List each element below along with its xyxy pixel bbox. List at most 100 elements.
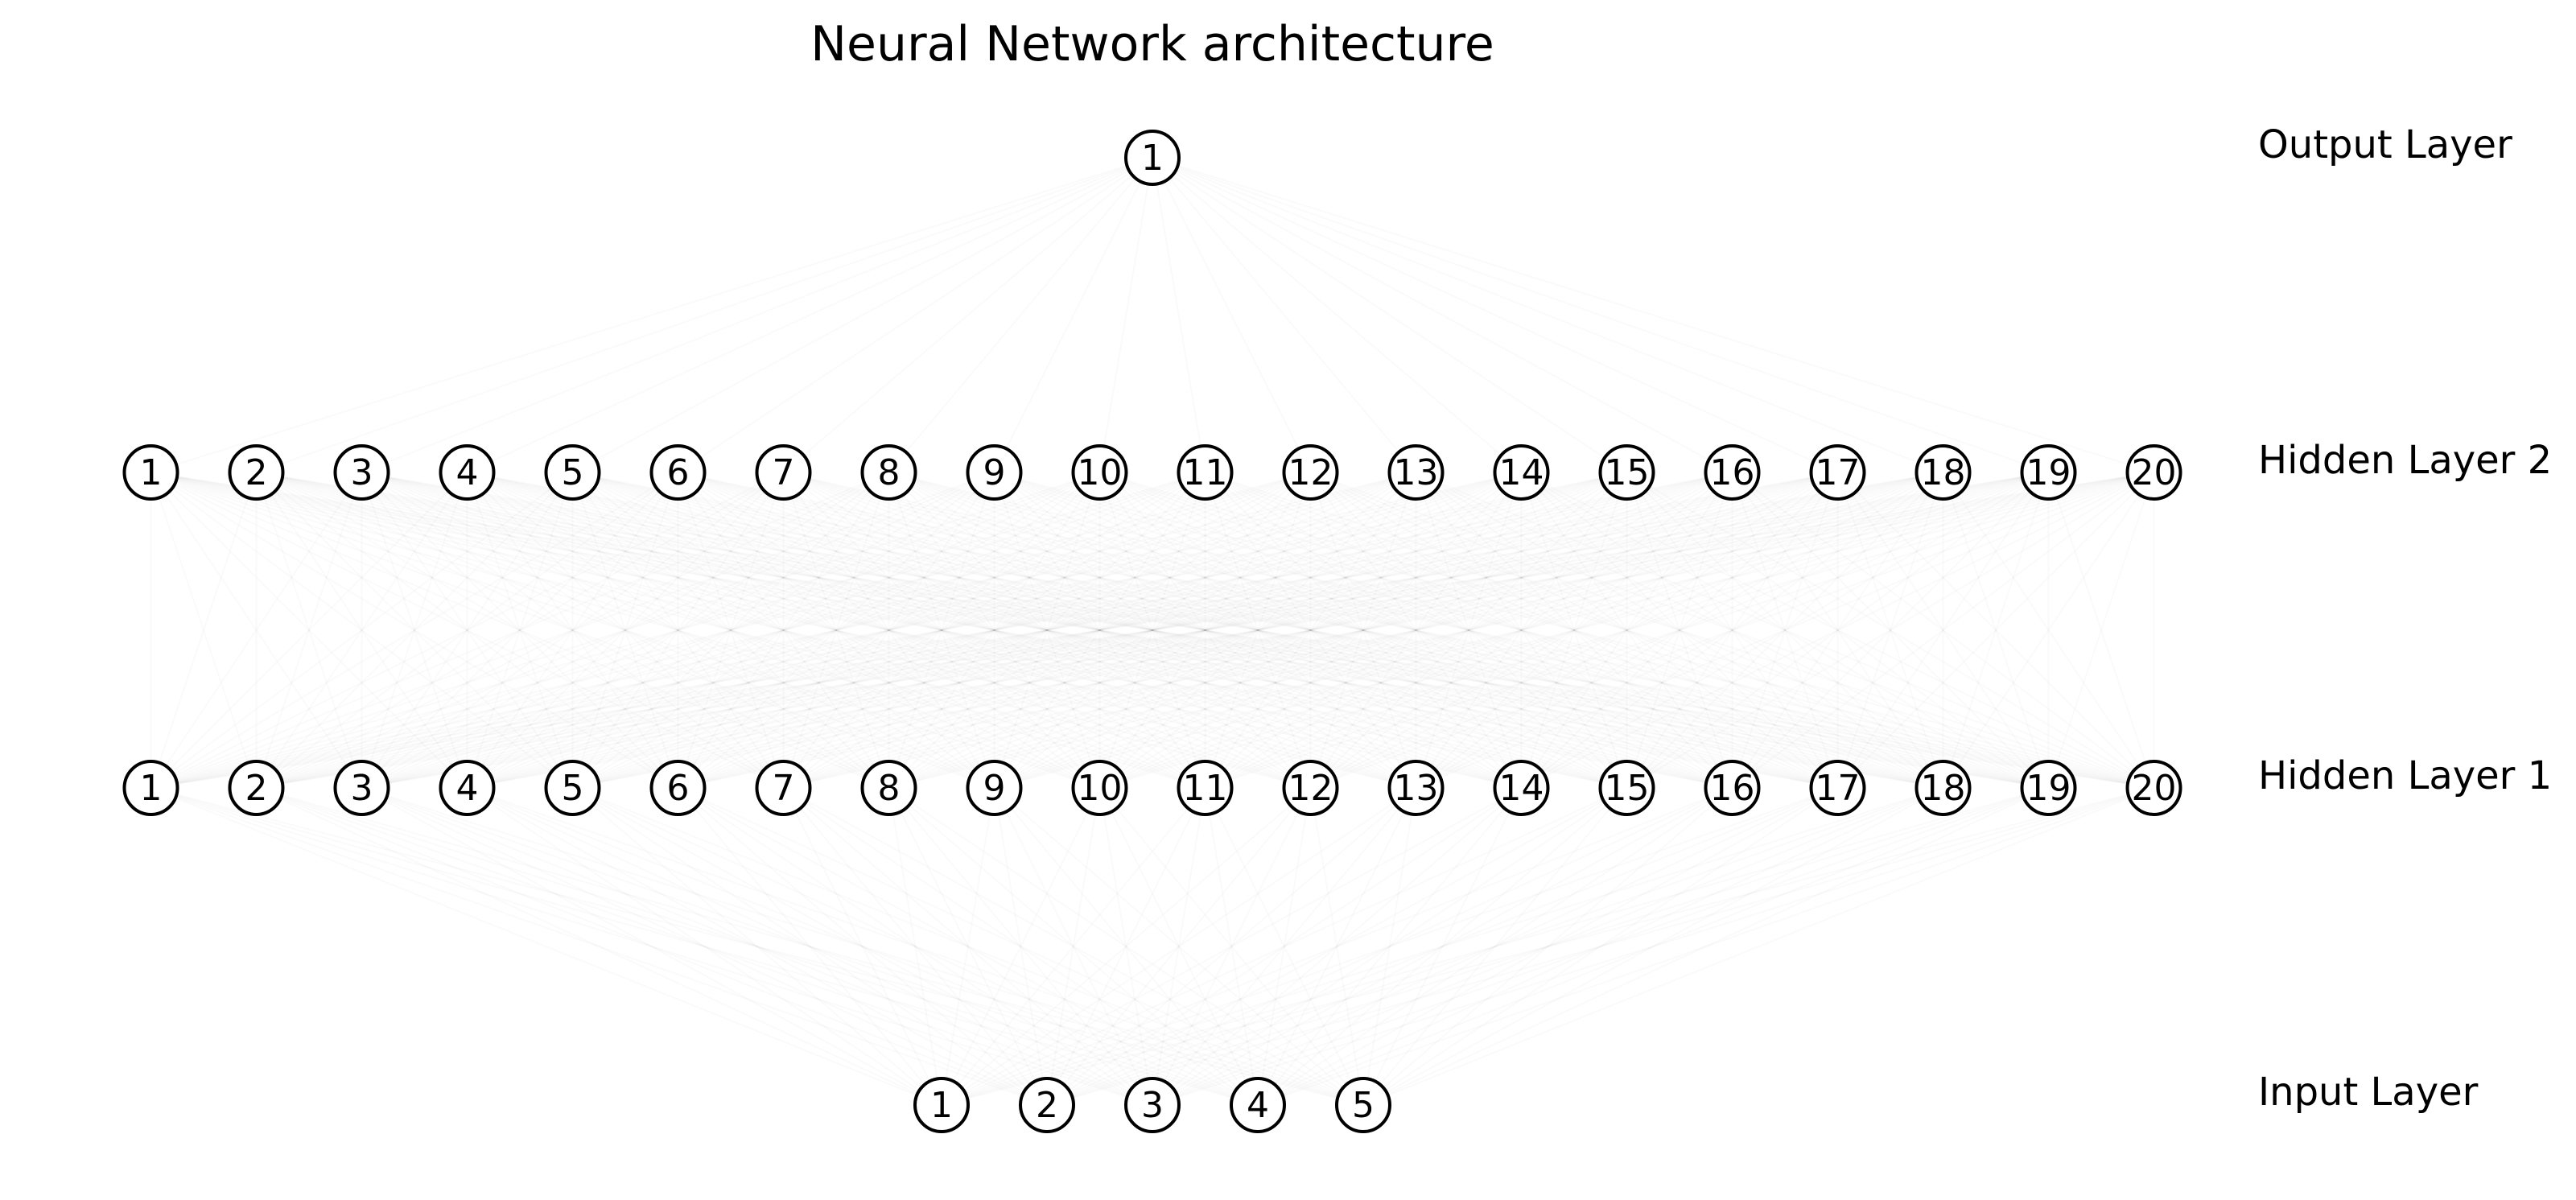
node-circle	[2020, 444, 2077, 501]
hidden-layer-2-node: 6	[649, 444, 707, 501]
hidden-layer-2-node: 18	[1914, 444, 1972, 501]
node-label: 14	[1499, 768, 1544, 809]
hidden-layer-2-node: 15	[1598, 444, 1655, 501]
node-circle	[860, 760, 917, 816]
connection-line	[1363, 788, 1416, 1105]
node-circle	[649, 444, 707, 501]
input-layer-label: Input Layer	[2258, 1070, 2479, 1115]
node-circle	[1914, 760, 1972, 816]
node-circle	[1230, 1077, 1286, 1133]
connection-line	[889, 158, 1153, 472]
hidden-layer-2-node: 9	[966, 444, 1023, 501]
hidden-layer-1-node: 1	[122, 760, 179, 816]
node-label: 1	[140, 768, 163, 809]
node-circle	[755, 444, 812, 501]
connection-line	[1152, 158, 2154, 472]
node-circle	[966, 444, 1023, 501]
node-label: 18	[1921, 452, 1966, 493]
hidden-layer-2-node: 1	[122, 444, 179, 501]
node-circle	[333, 760, 390, 816]
hidden-layer-2-node: 7	[755, 444, 812, 501]
hidden-layer-1-node: 19	[2020, 760, 2077, 816]
node-label: 1	[930, 1085, 953, 1126]
node-label: 8	[878, 452, 901, 493]
hidden-layer-2-node: 12	[1282, 444, 1339, 501]
node-circle	[1177, 760, 1234, 816]
node-label: 4	[1247, 1085, 1269, 1126]
node-circle	[1914, 444, 1972, 501]
node-circle	[333, 444, 390, 501]
node-label: 13	[1394, 768, 1439, 809]
hidden-layer-1-node: 2	[228, 760, 285, 816]
node-circle	[1387, 444, 1445, 501]
hidden-layer-2-node: 19	[2020, 444, 2077, 501]
node-circle	[122, 760, 179, 816]
connection-line	[362, 158, 1153, 472]
node-circle	[1704, 444, 1761, 501]
node-label: 16	[1710, 768, 1755, 809]
node-circle	[1282, 444, 1339, 501]
node-circle	[1809, 760, 1866, 816]
node-label: 7	[773, 452, 795, 493]
node-circle	[966, 760, 1023, 816]
node-label: 18	[1921, 768, 1966, 809]
node-circle	[2125, 444, 2182, 501]
node-label: 3	[351, 452, 373, 493]
node-label: 5	[1352, 1085, 1375, 1126]
hidden-layer-1-node: 18	[1914, 760, 1972, 816]
connection-line	[1152, 158, 1416, 472]
input-layer-node: 2	[1019, 1077, 1075, 1133]
node-circle	[122, 444, 179, 501]
connection-line	[573, 158, 1153, 472]
hidden-layer-1-node: 9	[966, 760, 1023, 816]
hidden-layer-2-node: 17	[1809, 444, 1866, 501]
hidden-layer-2-node: 4	[439, 444, 496, 501]
hidden-layer-1-node: 8	[860, 760, 917, 816]
node-circle	[649, 760, 707, 816]
node-label: 3	[351, 768, 373, 809]
hidden-layer-1-node: 20	[2125, 760, 2182, 816]
hidden-layer-2-label: Hidden Layer 2	[2258, 438, 2552, 483]
connection-line	[784, 158, 1153, 472]
node-circle	[1335, 1077, 1391, 1133]
connection-line	[1152, 158, 1838, 472]
connections	[151, 158, 2154, 1105]
node-label: 20	[2132, 452, 2177, 493]
node-label: 16	[1710, 452, 1755, 493]
hidden-layer-2-node: 11	[1177, 444, 1234, 501]
node-label: 8	[878, 768, 901, 809]
diagram-title: Neural Network architecture	[810, 16, 1494, 72]
node-label: 12	[1288, 768, 1333, 809]
node-circle	[1493, 760, 1550, 816]
node-circle	[1019, 1077, 1075, 1133]
connection-line	[1100, 158, 1153, 472]
node-label: 20	[2132, 768, 2177, 809]
output-layer-label: Output Layer	[2258, 122, 2512, 167]
node-circle	[1282, 760, 1339, 816]
node-label: 9	[983, 768, 1006, 809]
node-label: 5	[562, 768, 584, 809]
hidden-layer-1-label: Hidden Layer 1	[2258, 753, 2552, 798]
hidden-layer-1-node: 13	[1387, 760, 1445, 816]
hidden-layer-1-node: 16	[1704, 760, 1761, 816]
node-circle	[1071, 444, 1128, 501]
layer-labels: Input Layer Hidden Layer 1 Hidden Layer 2 O…	[2258, 122, 2552, 1115]
connection-line	[678, 788, 1364, 1105]
connection-line	[151, 158, 1153, 472]
hidden-layer-1-node: 12	[1282, 760, 1339, 816]
connection-line	[1152, 158, 1627, 472]
hidden-layer-2-node: 3	[333, 444, 390, 501]
node-label: 15	[1605, 452, 1650, 493]
node-label: 11	[1183, 452, 1228, 493]
node-label: 2	[245, 452, 268, 493]
node-label: 13	[1394, 452, 1439, 493]
node-label: 7	[773, 768, 795, 809]
node-circle	[1177, 444, 1234, 501]
node-label: 17	[1816, 768, 1861, 809]
input-layer-node: 5	[1335, 1077, 1391, 1133]
connection-line	[1152, 158, 1206, 472]
node-label: 5	[562, 452, 584, 493]
